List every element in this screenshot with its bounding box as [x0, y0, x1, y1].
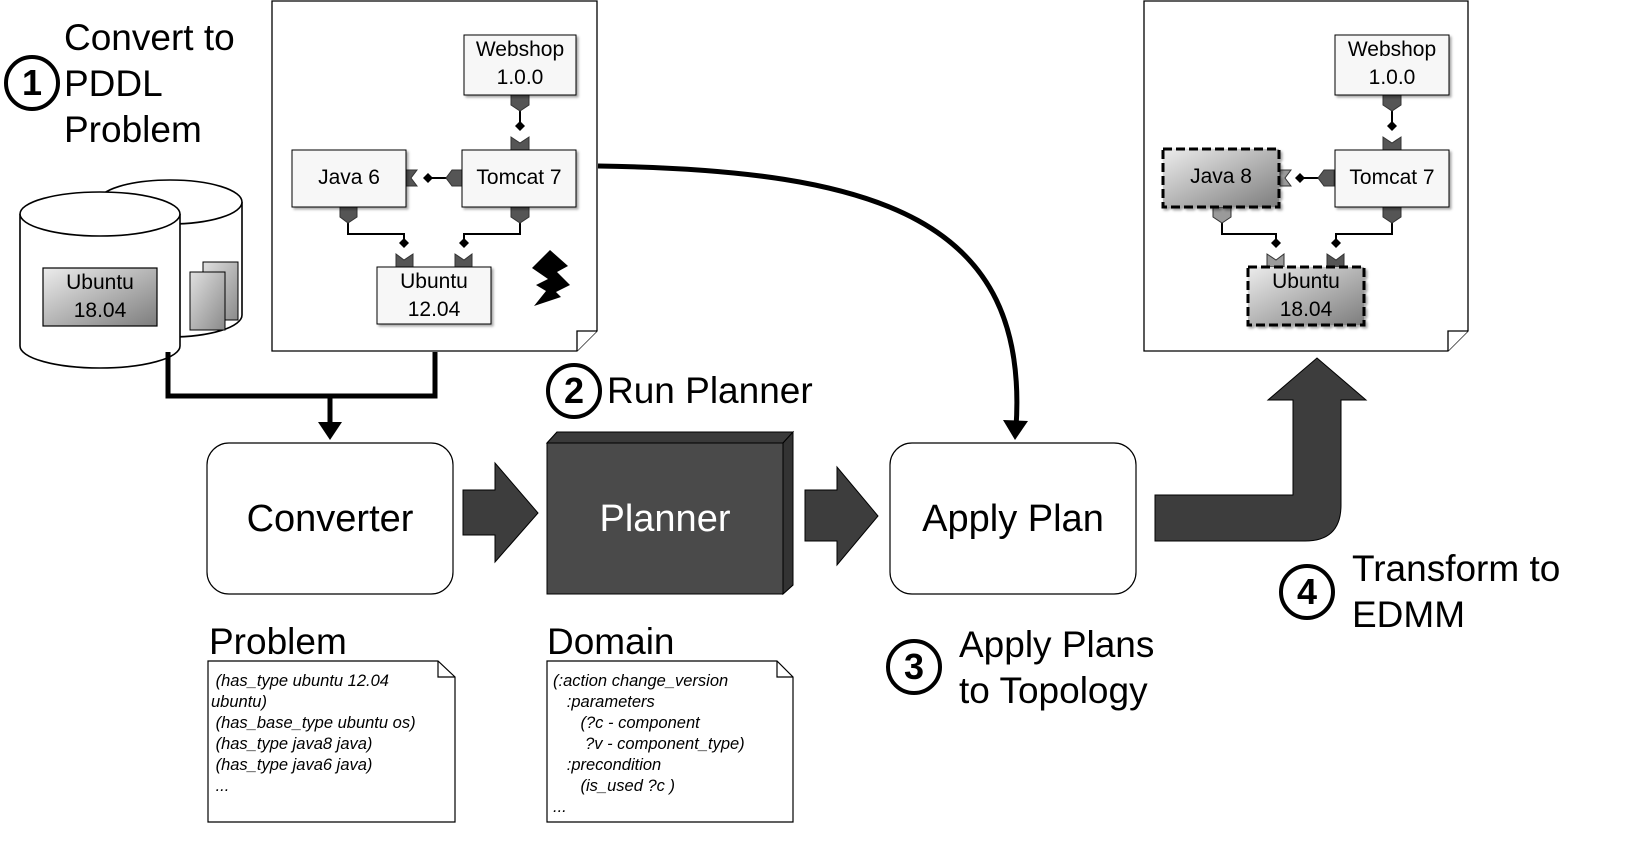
input-tomcat-label: Tomcat 7: [476, 166, 562, 189]
input-webshop-node: [463, 34, 577, 96]
lightning-icon: [532, 250, 570, 306]
output-tomcat-label: Tomcat 7: [1349, 166, 1435, 189]
problem-title: Problem: [209, 621, 347, 662]
domain-line: :precondition: [553, 756, 662, 774]
output-topology-document: [1143, 0, 1469, 352]
input-java-node: [291, 149, 407, 208]
planner-label: Planner: [599, 498, 731, 540]
domain-line: (?c - component: [553, 714, 700, 732]
step-3-circle: [886, 639, 942, 695]
output-webshop-node: [1334, 34, 1450, 96]
step-1-circle: [4, 55, 60, 111]
step-4-number: 4: [1296, 571, 1318, 612]
converter-label: Converter: [246, 498, 414, 540]
domain-line: ?v - component_type): [553, 735, 745, 753]
repository-ubuntu-component: [42, 267, 158, 327]
problem-code: (has_type ubuntu 12.04 ubuntu) (has_base…: [211, 671, 451, 797]
problem-line: (has_type java6 java): [211, 756, 373, 774]
domain-line: (is_used ?c ): [553, 777, 675, 795]
problem-line: ...: [211, 777, 230, 795]
output-java-node-replaced: [1161, 147, 1281, 209]
curved-arrow-to-apply-plan: [597, 163, 1020, 429]
input-ubuntu-label: Ubuntu 12.04: [400, 270, 468, 321]
input-webshop-label: Webshop 1.0.0: [475, 38, 565, 89]
output-ubuntu-node-replaced: [1246, 265, 1366, 327]
block-arrow-planner-to-apply: [804, 465, 879, 567]
apply-plan-box: [889, 442, 1137, 595]
step-2-title: Run Planner: [607, 370, 813, 411]
step-3-title: Apply Plans to Topology: [959, 624, 1155, 711]
curved-arrow-head: [1003, 420, 1028, 440]
step-1-number: 1: [21, 62, 43, 103]
domain-code: (:action change_version :parameters (?c …: [553, 671, 789, 818]
output-ubuntu-label: Ubuntu 18.04: [1272, 270, 1340, 321]
step-2-circle: [546, 363, 602, 419]
input-tomcat-node: [461, 149, 577, 208]
output-java-label: Java 8: [1190, 165, 1252, 188]
problem-line: (has_base_type ubuntu os): [211, 714, 416, 732]
output-webshop-label: Webshop 1.0.0: [1347, 38, 1437, 89]
planner-box: [545, 430, 795, 596]
problem-document: [207, 660, 456, 823]
step-1-title: Convert to PDDL Problem: [64, 17, 235, 150]
domain-line: (:action change_version: [553, 672, 729, 690]
domain-line: ...: [553, 798, 567, 816]
step-2-number: 2: [563, 370, 585, 411]
domain-line: :parameters: [553, 693, 655, 711]
step-4-circle: [1279, 564, 1335, 620]
problem-line: ubuntu): [211, 693, 267, 711]
block-arrow-apply-to-output: [1154, 357, 1368, 542]
domain-document: [546, 660, 794, 823]
input-topology-document: [271, 0, 598, 352]
apply-plan-label: Apply Plan: [922, 498, 1104, 540]
output-tomcat-node: [1334, 149, 1450, 208]
arrow-into-converter: [318, 422, 342, 440]
problem-line: (has_type java8 java): [211, 735, 373, 753]
step-3-number: 3: [903, 646, 925, 687]
input-ubuntu-node: [376, 266, 492, 325]
input-java-label: Java 6: [318, 166, 380, 189]
input-flow-lines: [165, 352, 438, 426]
block-arrow-converter-to-planner: [462, 461, 539, 564]
converter-box: [206, 442, 454, 595]
problem-line: (has_type ubuntu 12.04: [211, 672, 389, 690]
repository-ubuntu-label: Ubuntu 18.04: [66, 271, 134, 322]
domain-title: Domain: [547, 621, 675, 662]
repository-cylinders: [19, 179, 243, 369]
step-4-title: Transform to EDMM: [1352, 548, 1561, 635]
